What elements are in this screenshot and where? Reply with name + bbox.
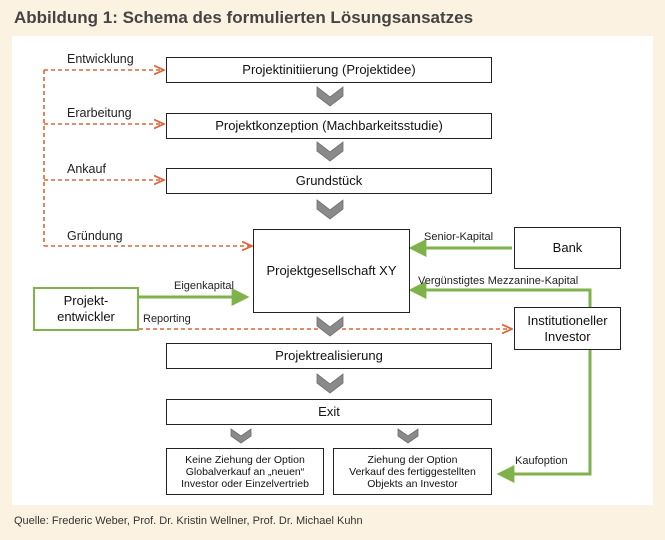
box-label-line1: Institutioneller bbox=[527, 312, 608, 328]
label-entwicklung: Entwicklung bbox=[67, 52, 134, 66]
box-grundstueck: Grundstück bbox=[166, 168, 492, 194]
chevron-down-icon bbox=[397, 428, 419, 444]
box-projektentwickler: Projekt- entwickler bbox=[33, 287, 139, 331]
label-senior-kapital: Senior-Kapital bbox=[424, 231, 494, 243]
box-label-line2: entwickler bbox=[57, 309, 115, 324]
label-reporting: Reporting bbox=[143, 313, 191, 325]
box-label-line1: Ziehung der Option bbox=[367, 453, 458, 466]
label-mezzanine: Vergünstigtes Mezzanine-Kapital bbox=[418, 275, 579, 287]
box-label: Projektrealisierung bbox=[275, 348, 383, 363]
chevron-down-icon bbox=[316, 86, 344, 107]
label-ankauf: Ankauf bbox=[67, 162, 106, 176]
label-kaufoption: Kaufoption bbox=[515, 455, 568, 467]
box-label: Grundstück bbox=[295, 173, 363, 188]
source-note: Quelle: Frederic Weber, Prof. Dr. Kristi… bbox=[14, 515, 363, 527]
label-erarbeitung: Erarbeitung bbox=[67, 106, 132, 120]
arrow-mezzanine bbox=[408, 281, 592, 307]
chevron-down-icon bbox=[316, 141, 344, 162]
box-label: Projektinitiierung (Projektidee) bbox=[242, 62, 416, 77]
box-label-line3: Objekts an Investor bbox=[367, 477, 458, 490]
box-label-line1: Keine Ziehung der Option bbox=[185, 453, 305, 466]
label-eigenkapital: Eigenkapital bbox=[174, 280, 234, 292]
box-label-line2: Globalverkauf an „neuen“ bbox=[185, 465, 305, 478]
box-label: Projektkonzeption (Machbarkeitsstudie) bbox=[215, 118, 443, 133]
box-label-line3: Investor oder Einzelvertrieb bbox=[181, 477, 309, 490]
box-projektkonzeption: Projektkonzeption (Machbarkeitsstudie) bbox=[166, 113, 492, 139]
label-gruendung: Gründung bbox=[67, 229, 123, 243]
box-projektrealisierung: Projektrealisierung bbox=[166, 343, 492, 369]
box-label-line2: Verkauf des fertiggestellten bbox=[349, 465, 476, 478]
arrow-kaufoption bbox=[496, 350, 592, 483]
box-institutioneller-investor: Institutioneller Investor bbox=[514, 307, 621, 350]
box-bank: Bank bbox=[514, 227, 621, 269]
chevron-down-icon bbox=[316, 199, 344, 220]
box-ziehung: Ziehung der Option Verkauf des fertigges… bbox=[333, 448, 492, 495]
chevron-down-icon bbox=[316, 373, 344, 394]
box-label-line2: Investor bbox=[544, 328, 591, 344]
box-keine-ziehung: Keine Ziehung der Option Globalverkauf a… bbox=[166, 448, 324, 495]
figure-title: Abbildung 1: Schema des formulierten Lös… bbox=[14, 8, 474, 27]
box-exit: Exit bbox=[166, 399, 492, 425]
box-label-line1: Projekt- bbox=[63, 293, 109, 308]
box-projektgesellschaft: Projektgesellschaft XY bbox=[253, 229, 410, 313]
box-label: Projektgesellschaft XY bbox=[266, 263, 397, 278]
chevron-down-icon bbox=[316, 316, 344, 337]
box-label: Exit bbox=[318, 404, 340, 419]
box-label: Bank bbox=[552, 240, 583, 255]
chevron-down-icon bbox=[230, 428, 252, 444]
box-projektinitiierung: Projektinitiierung (Projektidee) bbox=[166, 57, 492, 83]
